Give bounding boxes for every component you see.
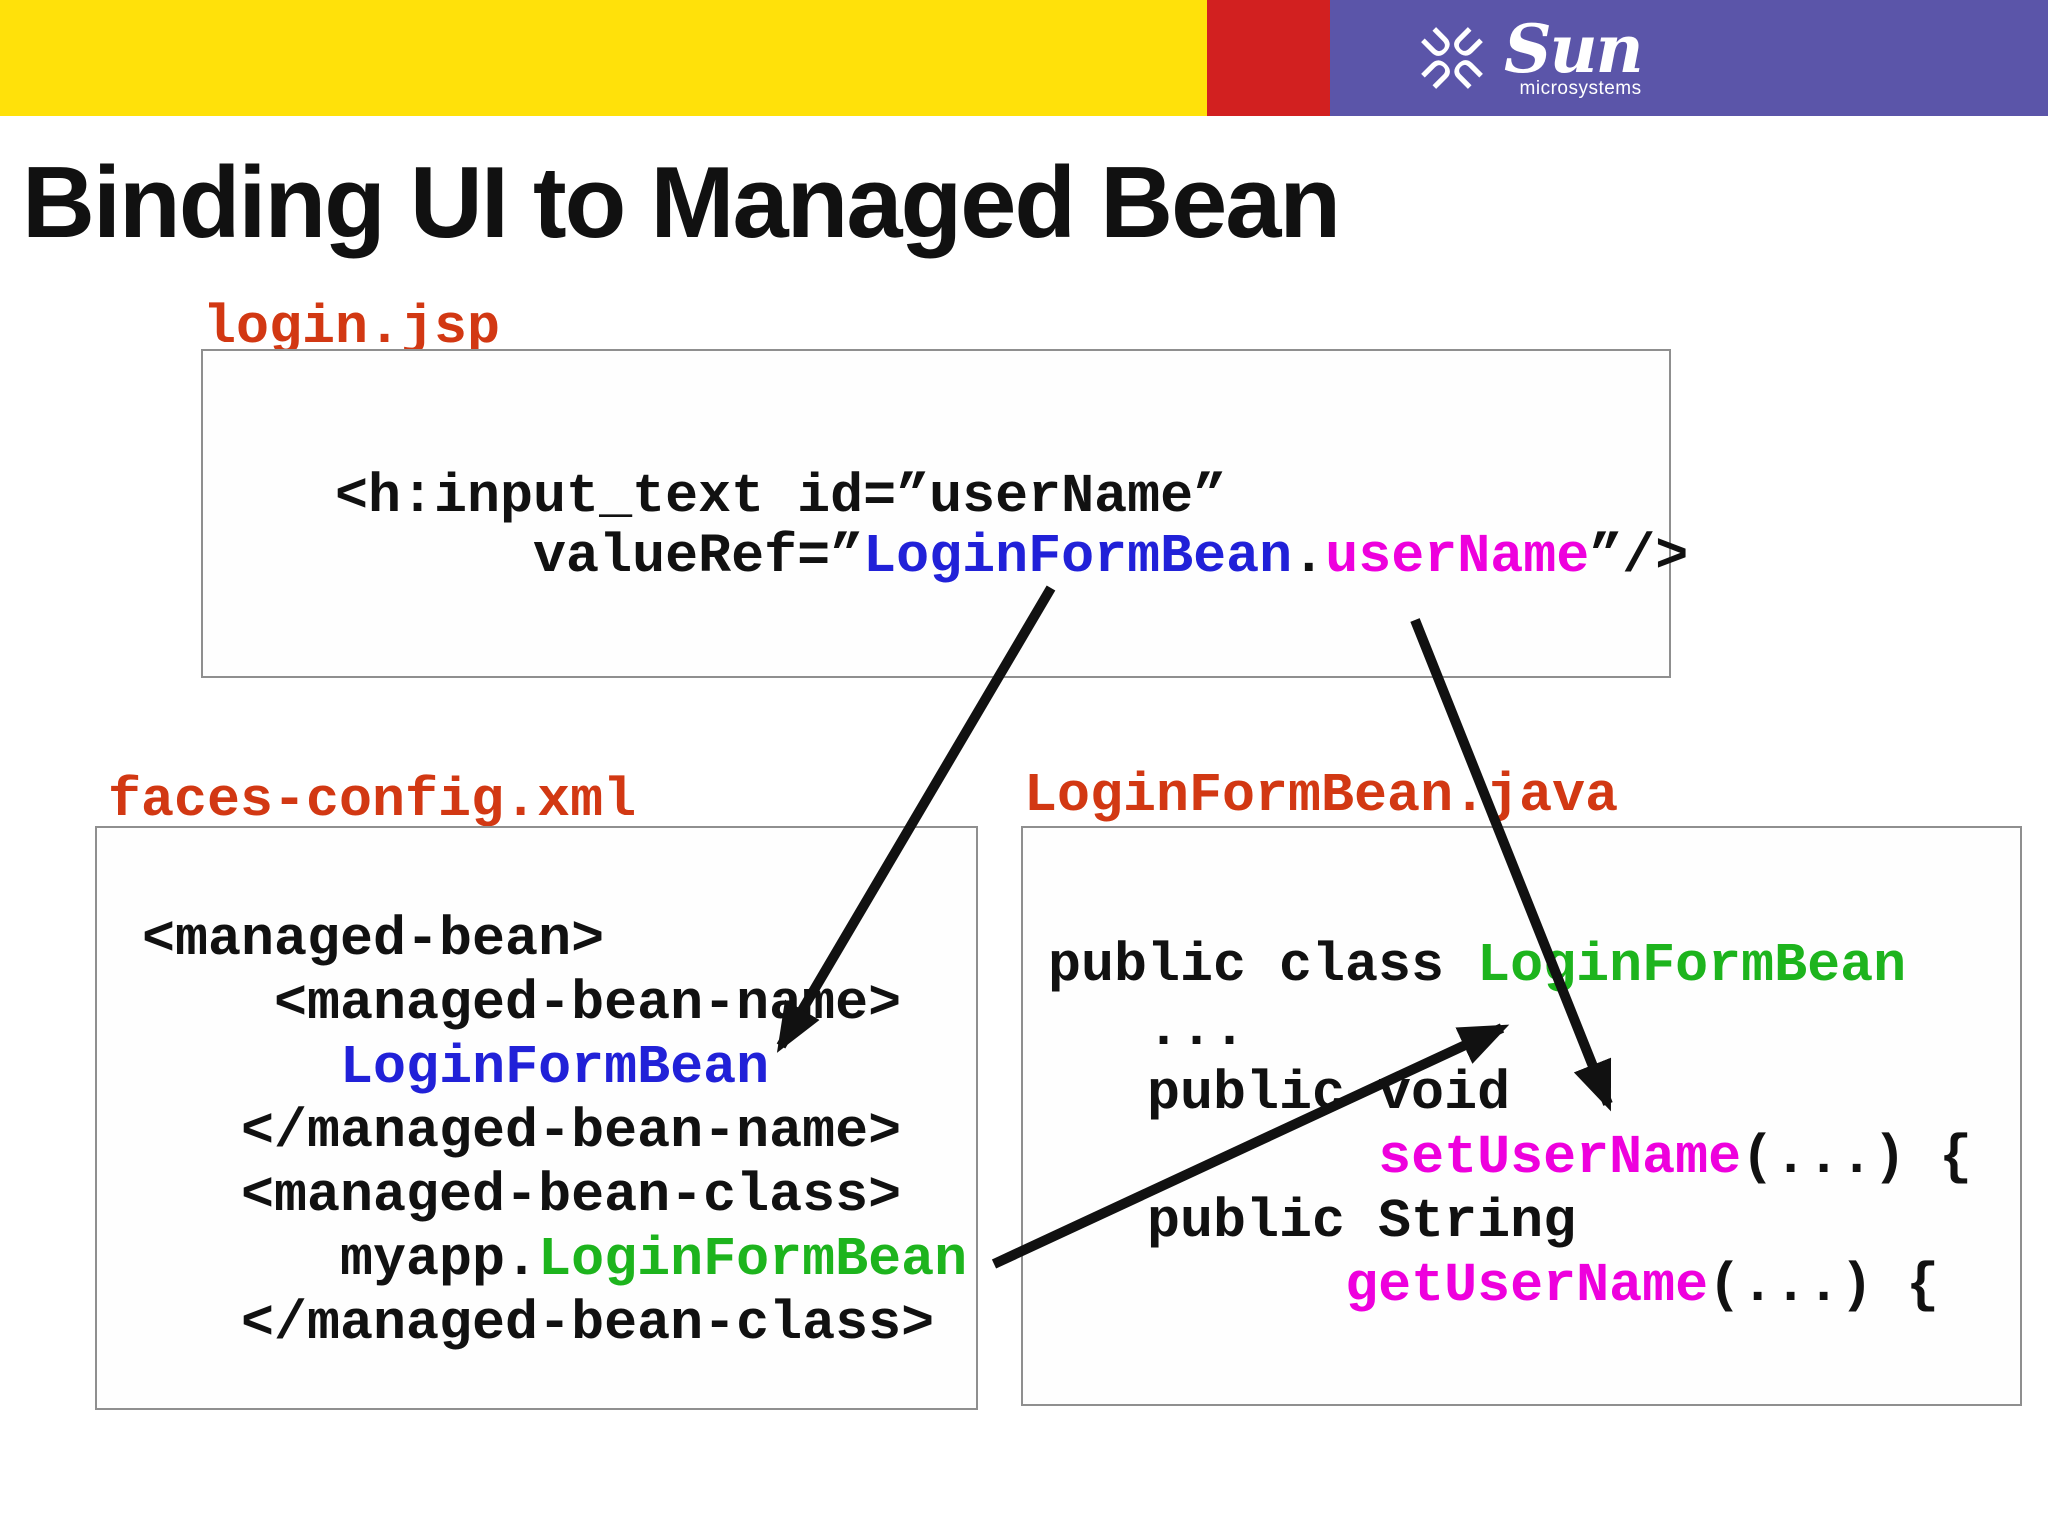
slide-title: Binding UI to Managed Bean <box>22 147 1341 259</box>
faces-config-box: <managed-bean> <managed-bean-name> Login… <box>95 826 978 1410</box>
loginformbean-java-box: public class LoginFormBean ... public vo… <box>1021 826 2022 1406</box>
code-line: </managed-bean-name> <box>142 1100 902 1163</box>
sun-logo-brand: Sun <box>1504 10 1644 88</box>
top-bar-red <box>1207 0 1330 116</box>
top-bar-yellow <box>0 0 1207 116</box>
top-bar-purple <box>1330 0 2048 116</box>
code-line: myapp.LoginFormBean <box>142 1228 968 1291</box>
sun-logo: U U U U Sun microsystems <box>1408 2 1644 114</box>
code-line: getUserName(...) { <box>1345 1254 1940 1317</box>
code-line: <managed-bean-name> <box>142 972 902 1035</box>
code-line: public void <box>1048 1062 1511 1125</box>
login-jsp-box: <h:input_text id=”userName” valueRef=”Lo… <box>201 349 1689 678</box>
code-line: ... <box>1048 998 1247 1061</box>
code-line: <managed-bean> <box>142 908 605 971</box>
sun-logo-icon: U U U U <box>1415 21 1489 95</box>
code-line: <managed-bean-class> <box>142 1164 902 1227</box>
code-line: valueRef=”LoginFormBean.userName”/> <box>203 525 1689 588</box>
loginformbean-java-label: LoginFormBean.java <box>1024 764 1619 827</box>
faces-config-label: faces-config.xml <box>108 769 637 832</box>
code-line: setUserName(...) { <box>1378 1126 1973 1189</box>
faces-config-code: <managed-bean> <managed-bean-name> Login… <box>97 828 976 1356</box>
code-line: </managed-bean-class> <box>142 1292 935 1355</box>
login-jsp-code: <h:input_text id=”userName” valueRef=”Lo… <box>203 351 1689 588</box>
login-jsp-label: login.jsp <box>203 296 501 359</box>
code-line: public class LoginFormBean <box>1048 934 1907 997</box>
code-line: LoginFormBean <box>340 1036 770 1099</box>
sun-logo-subtitle: microsystems <box>1519 78 1642 99</box>
loginformbean-java-code: public class LoginFormBean ... public vo… <box>1023 828 2020 1318</box>
code-line: public String <box>1048 1190 1577 1253</box>
code-line: <h:input_text id=”userName” <box>203 465 1227 528</box>
